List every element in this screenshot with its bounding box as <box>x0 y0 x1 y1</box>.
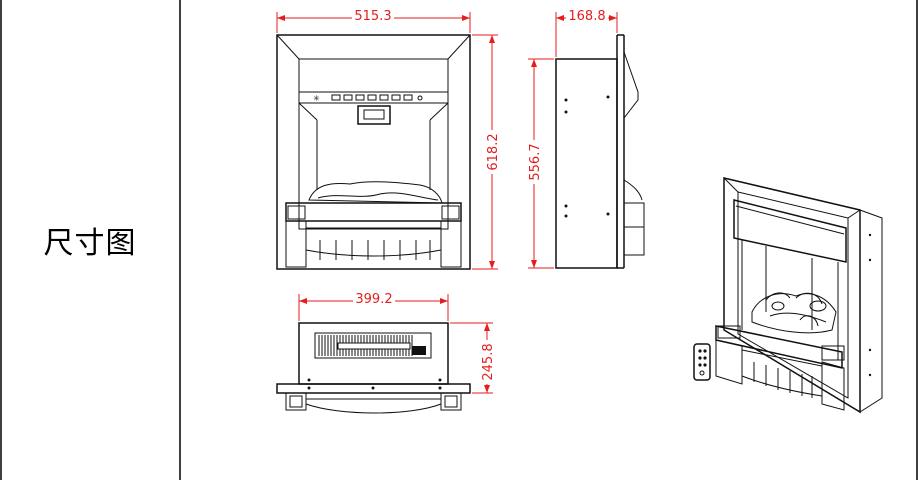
top-width-dimension: 399.2 <box>298 291 449 321</box>
front-width-label: 515.3 <box>354 9 391 24</box>
section-label: 尺寸图 <box>43 226 137 261</box>
front-width-dimension: 515.3 <box>276 8 471 33</box>
front-height-dimension: 618.2 <box>472 34 501 270</box>
side-view <box>555 34 645 269</box>
top-depth-label: 245.8 <box>481 343 496 380</box>
logs <box>751 292 837 334</box>
side-height-label: 556.7 <box>528 143 543 180</box>
top-depth-dimension: 245.8 <box>450 322 496 394</box>
isometric-view <box>715 177 883 414</box>
top-width-label: 399.2 <box>355 292 392 307</box>
side-depth-dimension: 168.8 <box>555 8 618 57</box>
front-view: ✳ <box>276 34 471 270</box>
display-panel <box>357 105 391 125</box>
label-cell: 尺寸图 <box>0 0 180 480</box>
side-height-dimension: 556.7 <box>527 58 554 269</box>
front-height-label: 618.2 <box>486 133 501 170</box>
top-view <box>276 322 471 414</box>
side-depth-label: 168.8 <box>568 9 605 24</box>
svg-text:✳: ✳ <box>313 94 320 103</box>
control-strip: ✳ <box>313 94 423 103</box>
remote-control <box>693 343 711 381</box>
log-bed <box>308 181 443 204</box>
